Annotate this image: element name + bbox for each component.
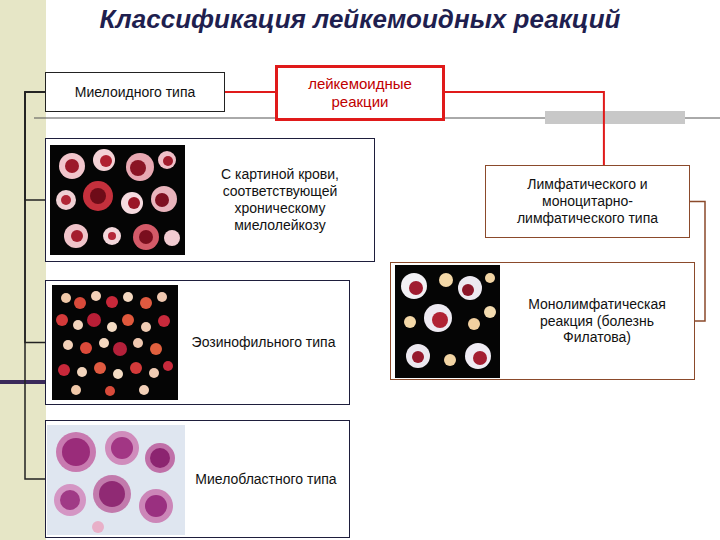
side-tick	[0, 380, 46, 384]
node-label: Миелобластного типа	[195, 471, 336, 488]
node-label: лейкемоидные реакции	[284, 75, 436, 111]
connector-line	[445, 92, 604, 165]
subtype-box: Монолимфатическая реакция (болезнь Филат…	[390, 262, 695, 380]
type-box: Лимфатического и моноцитарно-лимфатическ…	[485, 165, 690, 238]
subtype-box: Эозинофильного типа	[45, 280, 350, 405]
rule-line	[34, 118, 275, 119]
blood-smear-eosinophil	[52, 285, 178, 400]
type-box: Миелоидного типа	[45, 72, 225, 112]
node-label: Эозинофильного типа	[192, 334, 336, 351]
blood-smear-mononucleosis	[395, 265, 500, 378]
node-label: С картиной крови, соответствующей хронич…	[194, 166, 366, 233]
connector-line	[25, 92, 45, 343]
connector-line	[225, 91, 275, 93]
node-label: Лимфатического и моноцитарно-лимфатическ…	[492, 176, 683, 226]
subtype-box: С картиной крови, соответствующей хронич…	[45, 138, 375, 262]
node-label: Миелоидного типа	[75, 84, 196, 101]
side-band	[0, 0, 46, 540]
connector-line	[25, 92, 45, 200]
slide-title: Классификация лейкемоидных реакций	[0, 4, 720, 35]
blood-smear-cml	[50, 145, 185, 255]
subtype-box: Миелобластного типа	[45, 420, 350, 538]
blood-smear-myeloblast	[47, 425, 185, 535]
root-box: лейкемоидные реакции	[275, 65, 445, 121]
connector-line	[25, 92, 45, 479]
node-label: Монолимфатическая реакция (болезнь Филат…	[506, 296, 688, 346]
grey-block	[545, 111, 685, 124]
